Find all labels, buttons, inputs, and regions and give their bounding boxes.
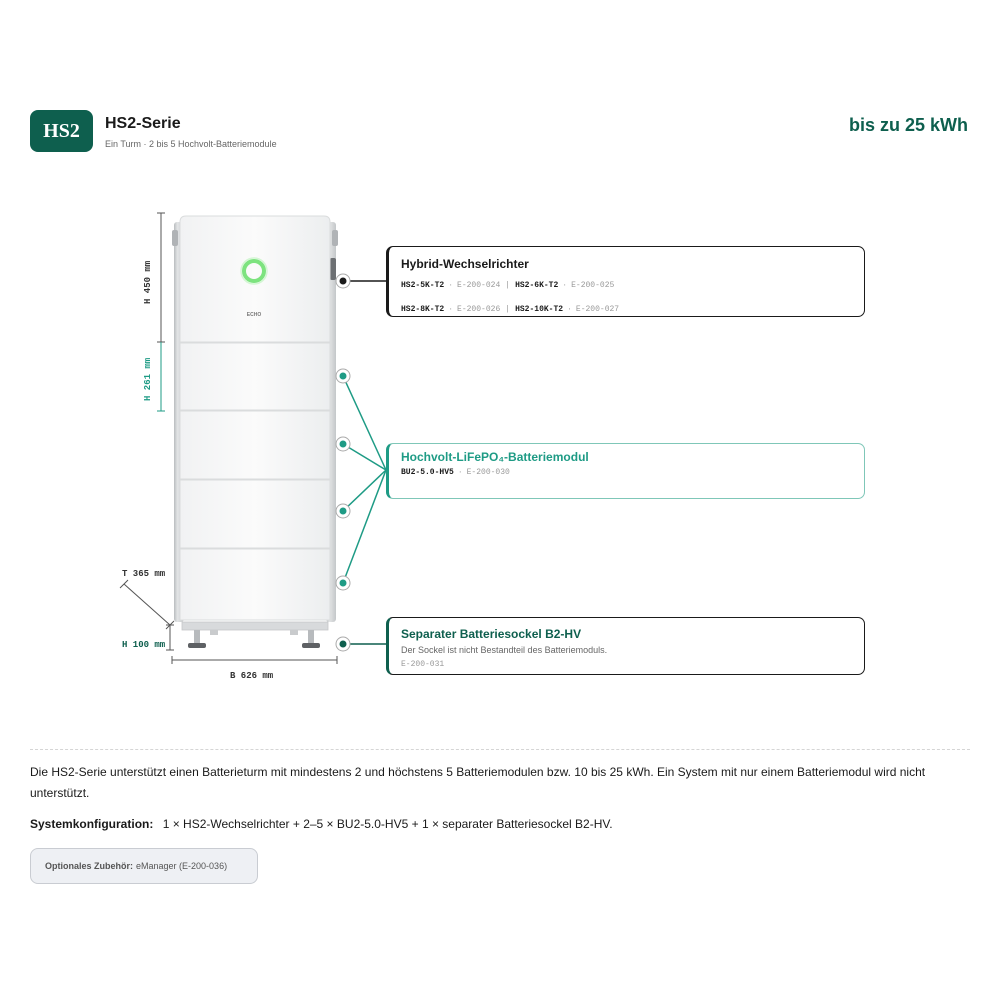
inverter-unit: ECHO [179,215,331,343]
config-value: 1 × HS2-Wechselrichter + 2–5 × BU2-5.0-H… [162,817,613,831]
accessory-label: Optionales Zubehör: [45,861,134,871]
battery-base [181,621,329,648]
marker-dot-icon [339,507,347,515]
battery-markers [335,368,351,591]
status-ring-icon [242,259,266,283]
battery-model-row: BU2-5.0-HV5·E-200-030 [401,468,510,477]
series-badge: HS2 [30,110,93,152]
model-code: E-200-024 [457,281,501,290]
config-label: Systemkonfiguration: [30,817,154,831]
callout-base-code: E-200-031 [401,660,445,669]
battery-module [179,410,331,480]
dimension-width: B 626 mm [171,656,338,681]
section-divider [30,749,970,750]
dimension-depth: T 365 mm [119,569,175,630]
model-name: HS2-8K-T2 [401,305,445,314]
model-name: BU2-5.0-HV5 [401,468,454,477]
battery-tower: ECHO [172,215,338,648]
connector-battery-modules [342,375,387,584]
capacity-label: bis zu 25 kWh [848,115,968,135]
callout-inverter: Hybrid-Wechselrichter HS2-5K-T2·E-200-02… [386,246,865,317]
marker-dot-icon [339,579,347,587]
series-title: HS2-Serie [105,115,181,132]
connector-base [335,636,386,652]
connector-inverter [335,273,386,289]
battery-module [179,479,331,549]
callout-inverter-title: Hybrid-Wechselrichter [401,257,529,271]
callout-battery-base: Separater Batteriesockel B2-HV Der Socke… [386,617,865,675]
svg-text:H 100 mm: H 100 mm [122,640,166,650]
model-name: HS2-5K-T2 [401,281,445,290]
device-logo: ECHO [247,312,262,318]
battery-module [179,548,331,621]
model-name: HS2-6K-T2 [515,281,559,290]
callout-base-description: Der Sockel ist nicht Bestandteil des Bat… [401,645,608,655]
svg-text:B 626 mm: B 626 mm [230,671,274,681]
marker-dot-icon [339,640,347,648]
marker-dot-icon [339,372,347,380]
inverter-models-row: HS2-8K-T2·E-200-026|HS2-10K-T2·E-200-027 [401,305,620,314]
dimension-module-height: H 261 mm [143,342,165,412]
marker-dot-icon [339,440,347,448]
accessory-value: eManager (E-200-036) [136,861,228,871]
callout-battery-title: Hochvolt-LiFePO₄-Batteriemodul [401,450,589,464]
marker-dot-icon [339,277,347,285]
model-name: HS2-10K-T2 [515,305,564,314]
optional-accessory-chip[interactable]: Optionales Zubehör: eManager (E-200-036) [30,848,258,884]
dimension-inverter-height: H 450 mm [143,212,165,343]
battery-module [179,342,331,411]
svg-text:T 365 mm: T 365 mm [122,569,166,579]
series-subtitle: Ein Turm · 2 bis 5 Hochvolt-Batteriemodu… [105,139,277,149]
model-code: E-200-025 [571,281,615,290]
system-configuration: Systemkonfiguration: 1 × HS2-Wechselrich… [30,817,613,831]
callout-battery-module: Hochvolt-LiFePO₄-Batteriemodul BU2-5.0-H… [386,443,865,499]
series-description: Die HS2-Serie unterstützt einen Batterie… [30,765,926,800]
model-code: E-200-030 [466,468,510,477]
callout-base-title: Separater Batteriesockel B2-HV [401,627,582,641]
dimension-base-height: H 100 mm [122,624,174,651]
inverter-models-row: HS2-5K-T2·E-200-024|HS2-6K-T2·E-200-025 [401,281,615,290]
svg-text:H 450 mm: H 450 mm [143,260,153,304]
model-code: E-200-027 [575,305,620,314]
svg-text:H 261 mm: H 261 mm [143,357,153,401]
model-code: E-200-026 [457,305,501,314]
